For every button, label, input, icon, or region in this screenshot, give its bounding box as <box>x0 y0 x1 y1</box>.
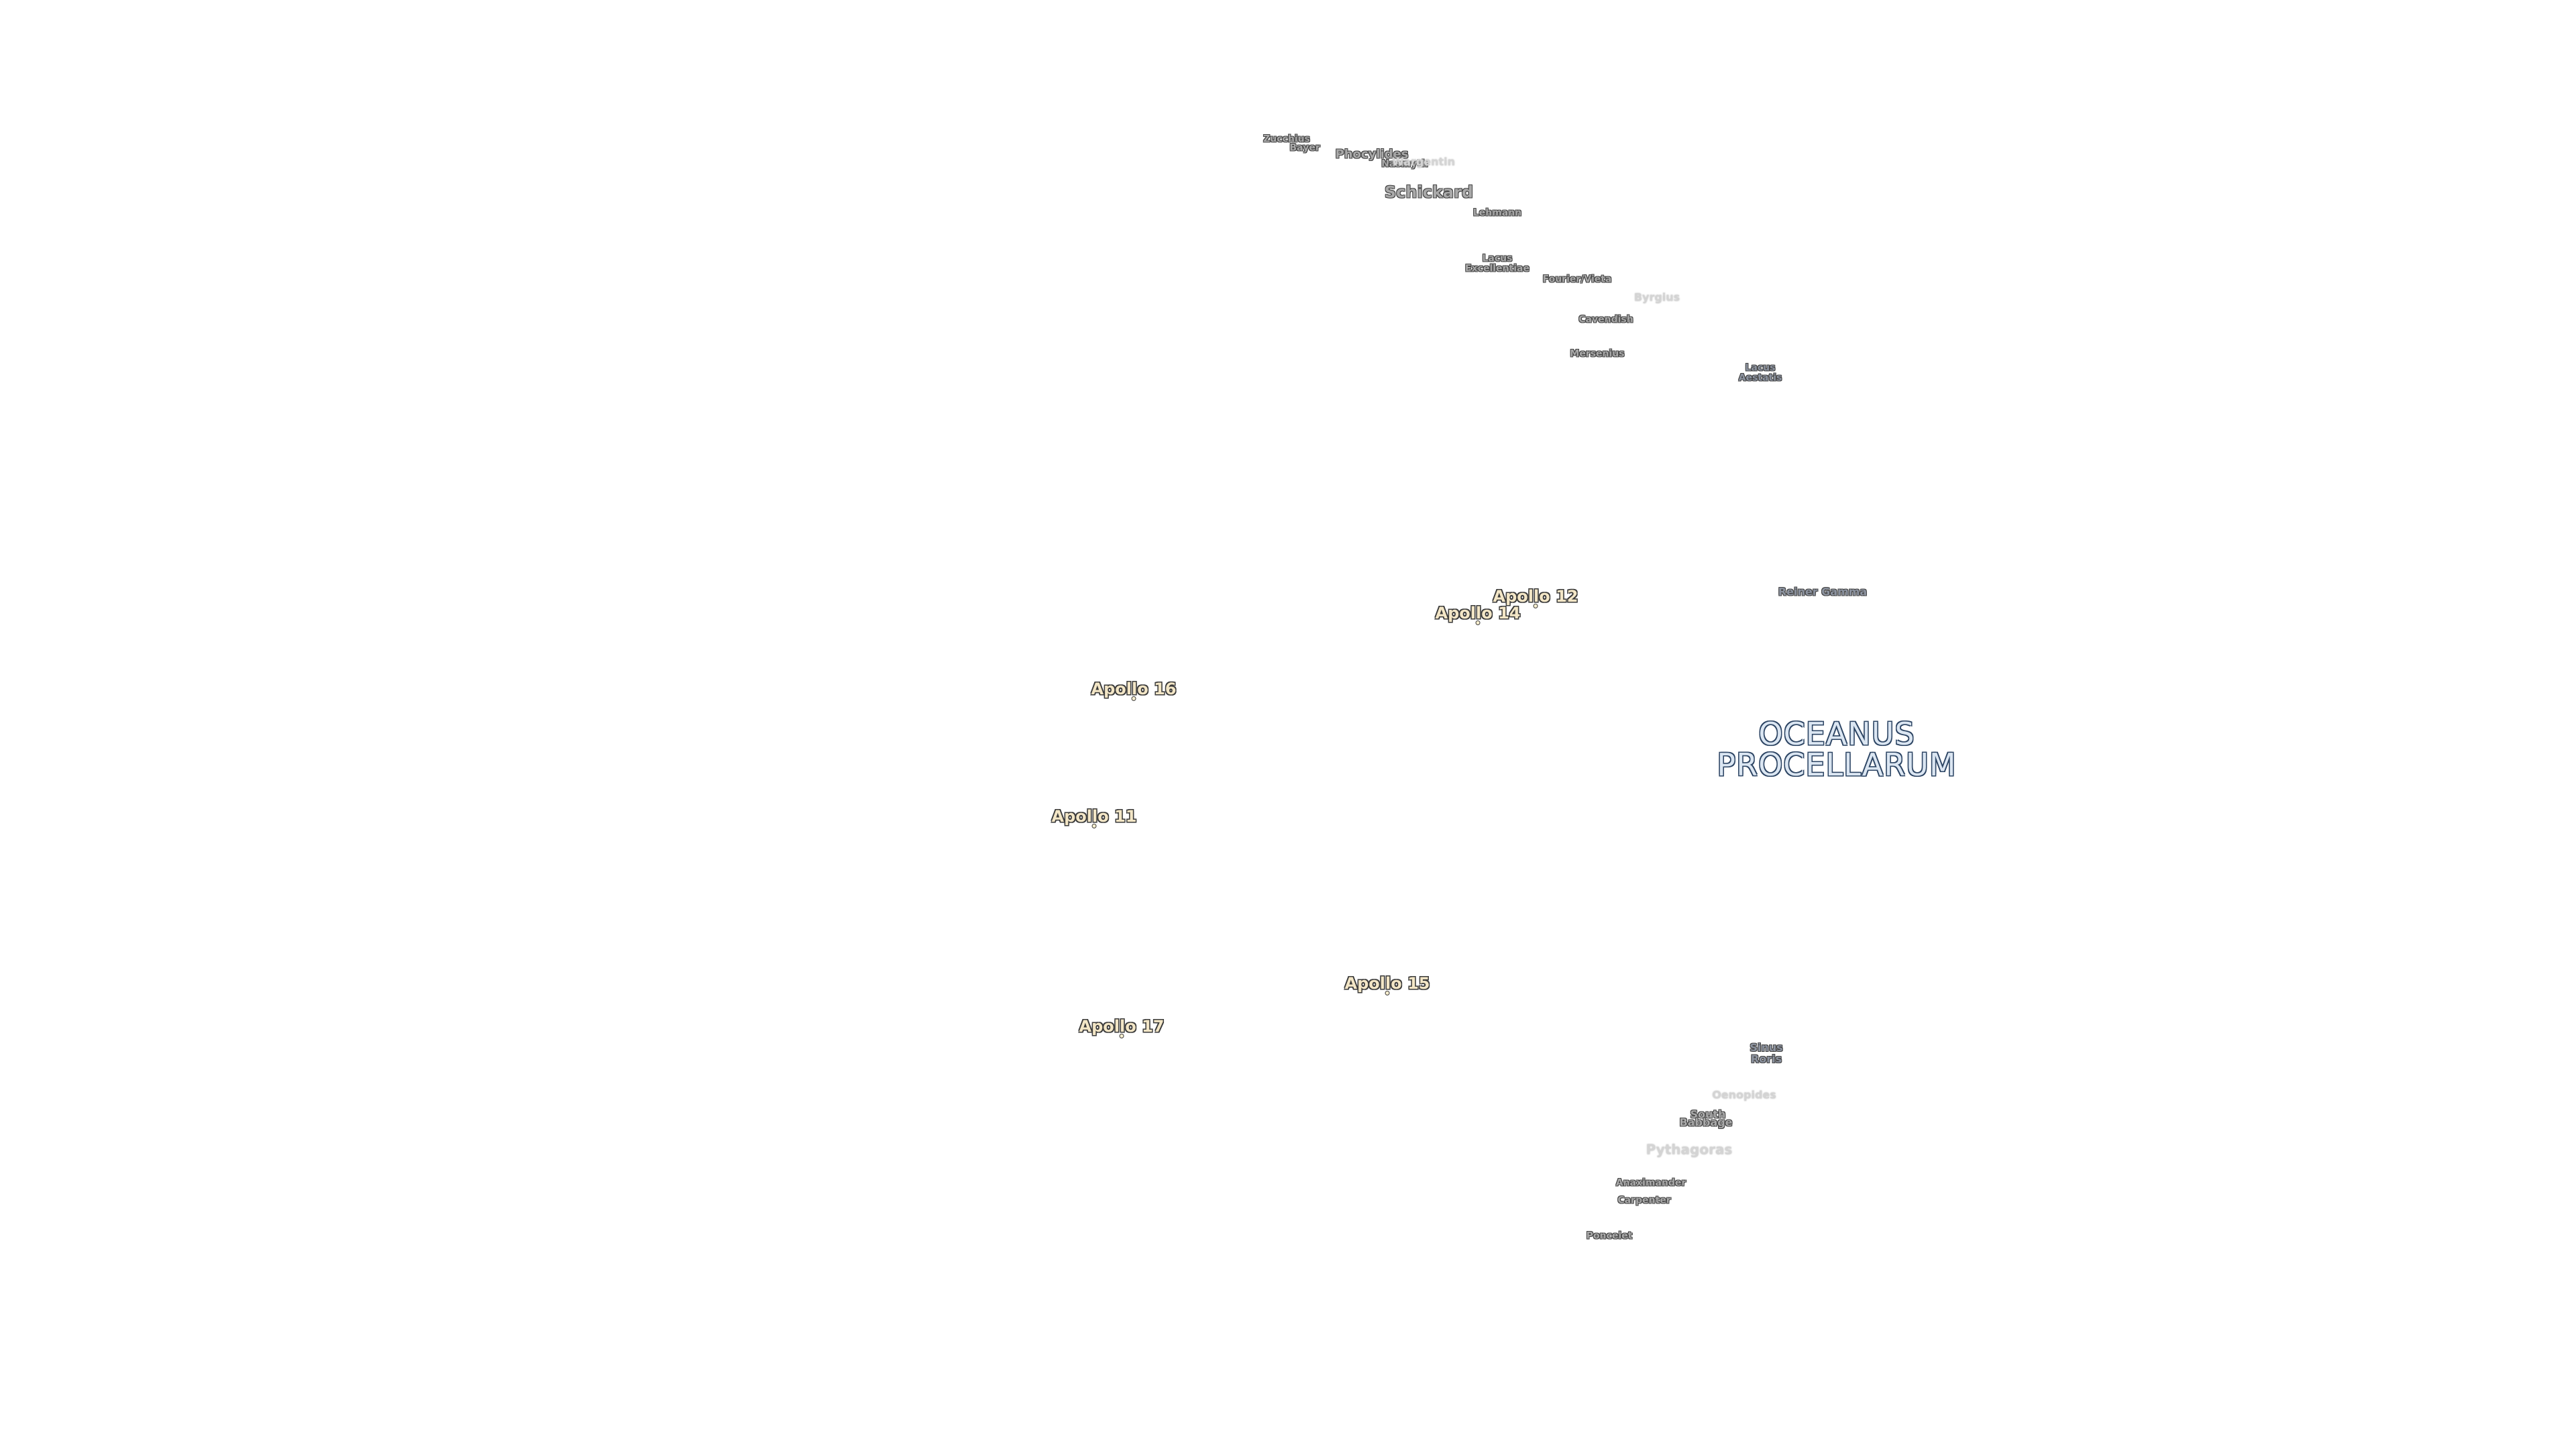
label-byrgius: Byrgius <box>1633 290 1680 304</box>
mare-oceanus-procellarum-line2: PROCELLARUM <box>1717 747 1957 783</box>
label-lacus-aestatis-line2: Aestatis <box>1738 372 1782 383</box>
label-poncelet: Poncelet <box>1586 1230 1633 1242</box>
label-phocylides: Phocylides <box>1335 147 1409 162</box>
label-fourier-vieta: Fourier/Vieta <box>1542 274 1612 285</box>
label-bayer: Bayer <box>1289 142 1320 154</box>
label-lacus-excellentiae: Lacus Excellentiae <box>1465 254 1529 273</box>
label-wargentin: Wargentin <box>1392 155 1455 168</box>
label-anaximander: Anaximander <box>1615 1177 1686 1189</box>
label-lehmann: Lehmann <box>1472 207 1522 219</box>
label-reiner-gamma: Reiner Gamma <box>1778 585 1868 598</box>
apollo-15-label: Apollo 15 <box>1344 973 1430 993</box>
apollo-17-landing-site[interactable]: Apollo 17 <box>1079 1016 1165 1039</box>
landing-site-marker-icon <box>1119 1034 1124 1039</box>
label-oenopides: Oenopides <box>1712 1088 1776 1102</box>
apollo-11-landing-site[interactable]: Apollo 11 <box>1051 806 1137 829</box>
apollo-14-label: Apollo 14 <box>1435 603 1521 623</box>
label-zucchius: Zucchius <box>1263 133 1310 145</box>
apollo-12-label: Apollo 12 <box>1493 586 1578 606</box>
label-nasmyth: Nasmyth <box>1381 158 1428 170</box>
apollo-15-landing-site[interactable]: Apollo 15 <box>1345 975 1430 996</box>
apollo-11-label: Apollo 11 <box>1051 806 1137 826</box>
landing-site-marker-icon <box>1533 604 1538 609</box>
label-carpenter: Carpenter <box>1617 1195 1671 1206</box>
landing-site-marker-icon <box>1091 824 1097 829</box>
apollo-14-landing-site[interactable]: Apollo 14 <box>1435 603 1521 626</box>
label-mersenius: Mersenius <box>1570 348 1625 360</box>
label-lacus-aestatis-line1: Lacus <box>1745 362 1776 374</box>
mare-oceanus-procellarum-line1: OCEANUS <box>1758 716 1915 752</box>
mare-oceanus-procellarum: OCEANUS PROCELLARUM <box>1717 718 1956 780</box>
landing-site-marker-icon <box>1475 621 1481 626</box>
apollo-16-landing-site[interactable]: Apollo 16 <box>1091 679 1177 702</box>
label-pythagoras: Pythagoras <box>1646 1141 1733 1158</box>
apollo-16-label: Apollo 16 <box>1091 679 1177 698</box>
label-lacus-excellentiae-line1: Lacus <box>1482 253 1513 264</box>
apollo-12-landing-site[interactable]: Apollo 12 <box>1493 586 1578 609</box>
label-south: South <box>1690 1108 1726 1121</box>
label-lacus-excellentiae-line2: Excellentiae <box>1465 263 1529 274</box>
label-cavendish: Cavendish <box>1578 314 1633 325</box>
label-sinus-roris-line1: Sinus <box>1750 1041 1783 1055</box>
landing-site-marker-icon <box>1131 696 1136 702</box>
apollo-17-label: Apollo 17 <box>1079 1016 1165 1036</box>
label-sinus-roris-line2: Roris <box>1750 1053 1782 1065</box>
landing-site-marker-icon <box>1385 991 1390 996</box>
label-sinus-roris: Sinus Roris <box>1750 1042 1782 1065</box>
label-babbage: Babbage <box>1679 1116 1733 1129</box>
label-schickard: Schickard <box>1384 182 1474 202</box>
label-lacus-aestatis: Lacus Aestatis <box>1739 363 1782 382</box>
